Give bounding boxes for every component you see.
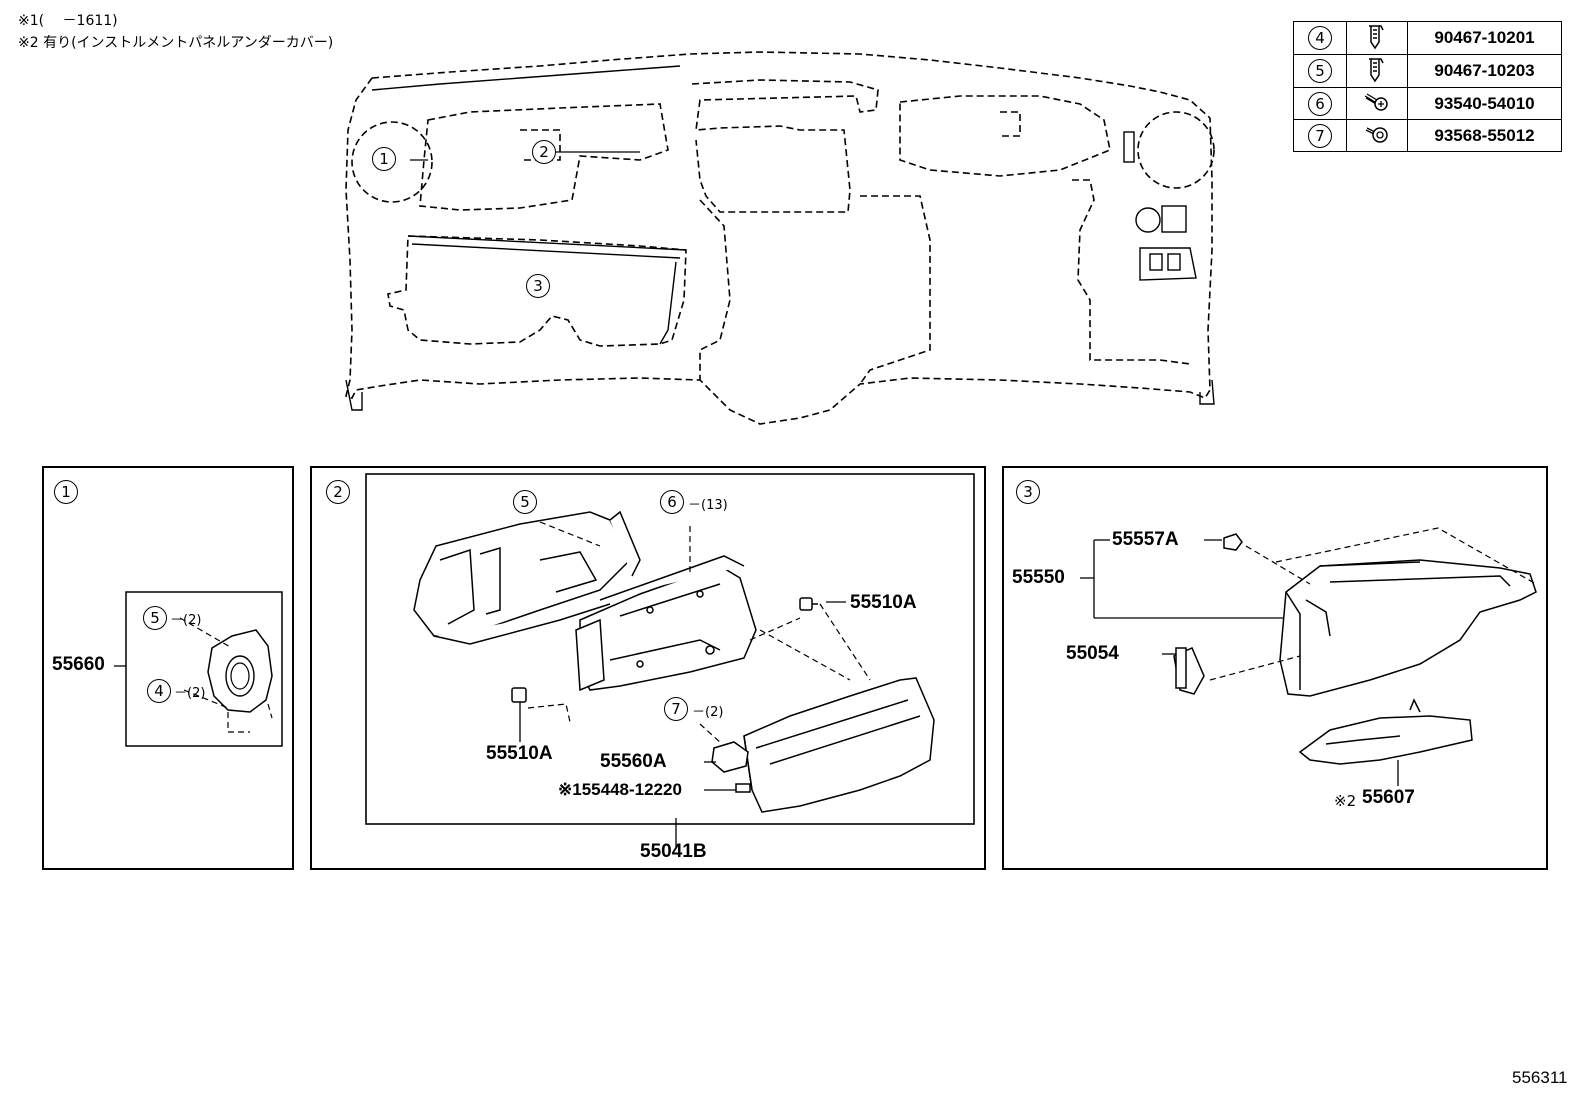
- clip-icon: [1369, 25, 1384, 50]
- table-row: 5 90467-10203: [1293, 54, 1562, 88]
- panel-1: [42, 466, 294, 870]
- part-55607[interactable]: 55607: [1362, 787, 1415, 808]
- ref-4-label: 4: [1308, 26, 1332, 50]
- ref-5-label: 5: [1308, 59, 1332, 83]
- part-55510a-left[interactable]: 55510A: [486, 743, 553, 764]
- panel-1-ref-4-qty: －(2): [174, 686, 206, 701]
- panel-2-illustration: [365, 473, 975, 825]
- panel-1-ref-5-qty: －(2): [170, 613, 202, 628]
- panel-2: [310, 466, 986, 870]
- panel-2-ref-6: 6: [660, 490, 684, 514]
- table-row: 7 93568-55012: [1293, 119, 1562, 152]
- instrument-panel-overview: [345, 51, 1215, 425]
- panel-3-number: 3: [1016, 480, 1040, 504]
- part-55560a[interactable]: 55560A: [600, 751, 667, 772]
- part-55557a[interactable]: 55557A: [1112, 529, 1179, 550]
- ref-6-label: 6: [1308, 91, 1332, 116]
- panel-2-ref-7: 7: [664, 697, 688, 721]
- part-number[interactable]: 93540-54010: [1407, 87, 1562, 120]
- panel-1-ref-4: 4: [147, 679, 171, 703]
- panel-3-illustration: [1173, 533, 1537, 765]
- panel-1-illustration: [125, 591, 283, 747]
- panel-2-ref-5: 5: [513, 490, 537, 514]
- illustration-id: 556311: [1512, 1068, 1568, 1087]
- part-55054[interactable]: 55054: [1066, 643, 1119, 664]
- panel-2-ref-6-qty: －(13): [688, 498, 728, 513]
- panel-3: [1002, 466, 1548, 870]
- part-55607-note: ※2: [1334, 792, 1357, 810]
- part-55660[interactable]: 55660: [52, 654, 105, 675]
- bolt-icon: [1365, 126, 1388, 143]
- part-number[interactable]: 93568-55012: [1407, 119, 1562, 152]
- table-row: 4 90467-10201: [1293, 21, 1562, 55]
- overview-callout-1[interactable]: 1: [372, 147, 396, 171]
- fastener-parts-table: 4 90467-10201 5 90467-10203 6 93540-5401…: [1293, 21, 1562, 152]
- part-55448-12220[interactable]: ※155448-12220: [558, 780, 682, 799]
- table-row: 6 93540-54010: [1293, 87, 1562, 120]
- assembly-55041b[interactable]: 55041B: [640, 841, 707, 862]
- overview-callout-3[interactable]: 3: [526, 274, 550, 298]
- screw-icon: [1364, 92, 1388, 111]
- ref-7-label: 7: [1308, 123, 1332, 148]
- part-55550[interactable]: 55550: [1012, 567, 1065, 588]
- clip-icon: [1369, 58, 1384, 83]
- panel-2-ref-7-qty: －(2): [692, 705, 724, 720]
- note-2: ※2 有り(インストルメントパネルアンダーカバー): [18, 35, 334, 51]
- overview-callout-2[interactable]: 2: [532, 140, 556, 164]
- part-number[interactable]: 90467-10201: [1407, 21, 1562, 55]
- note-1: ※1( －1611): [18, 13, 118, 29]
- panel-1-number: 1: [54, 480, 78, 504]
- part-number[interactable]: 90467-10203: [1407, 54, 1562, 88]
- panel-2-number: 2: [326, 480, 350, 504]
- panel-1-ref-5: 5: [143, 606, 167, 630]
- part-55510a-right[interactable]: 55510A: [850, 592, 917, 613]
